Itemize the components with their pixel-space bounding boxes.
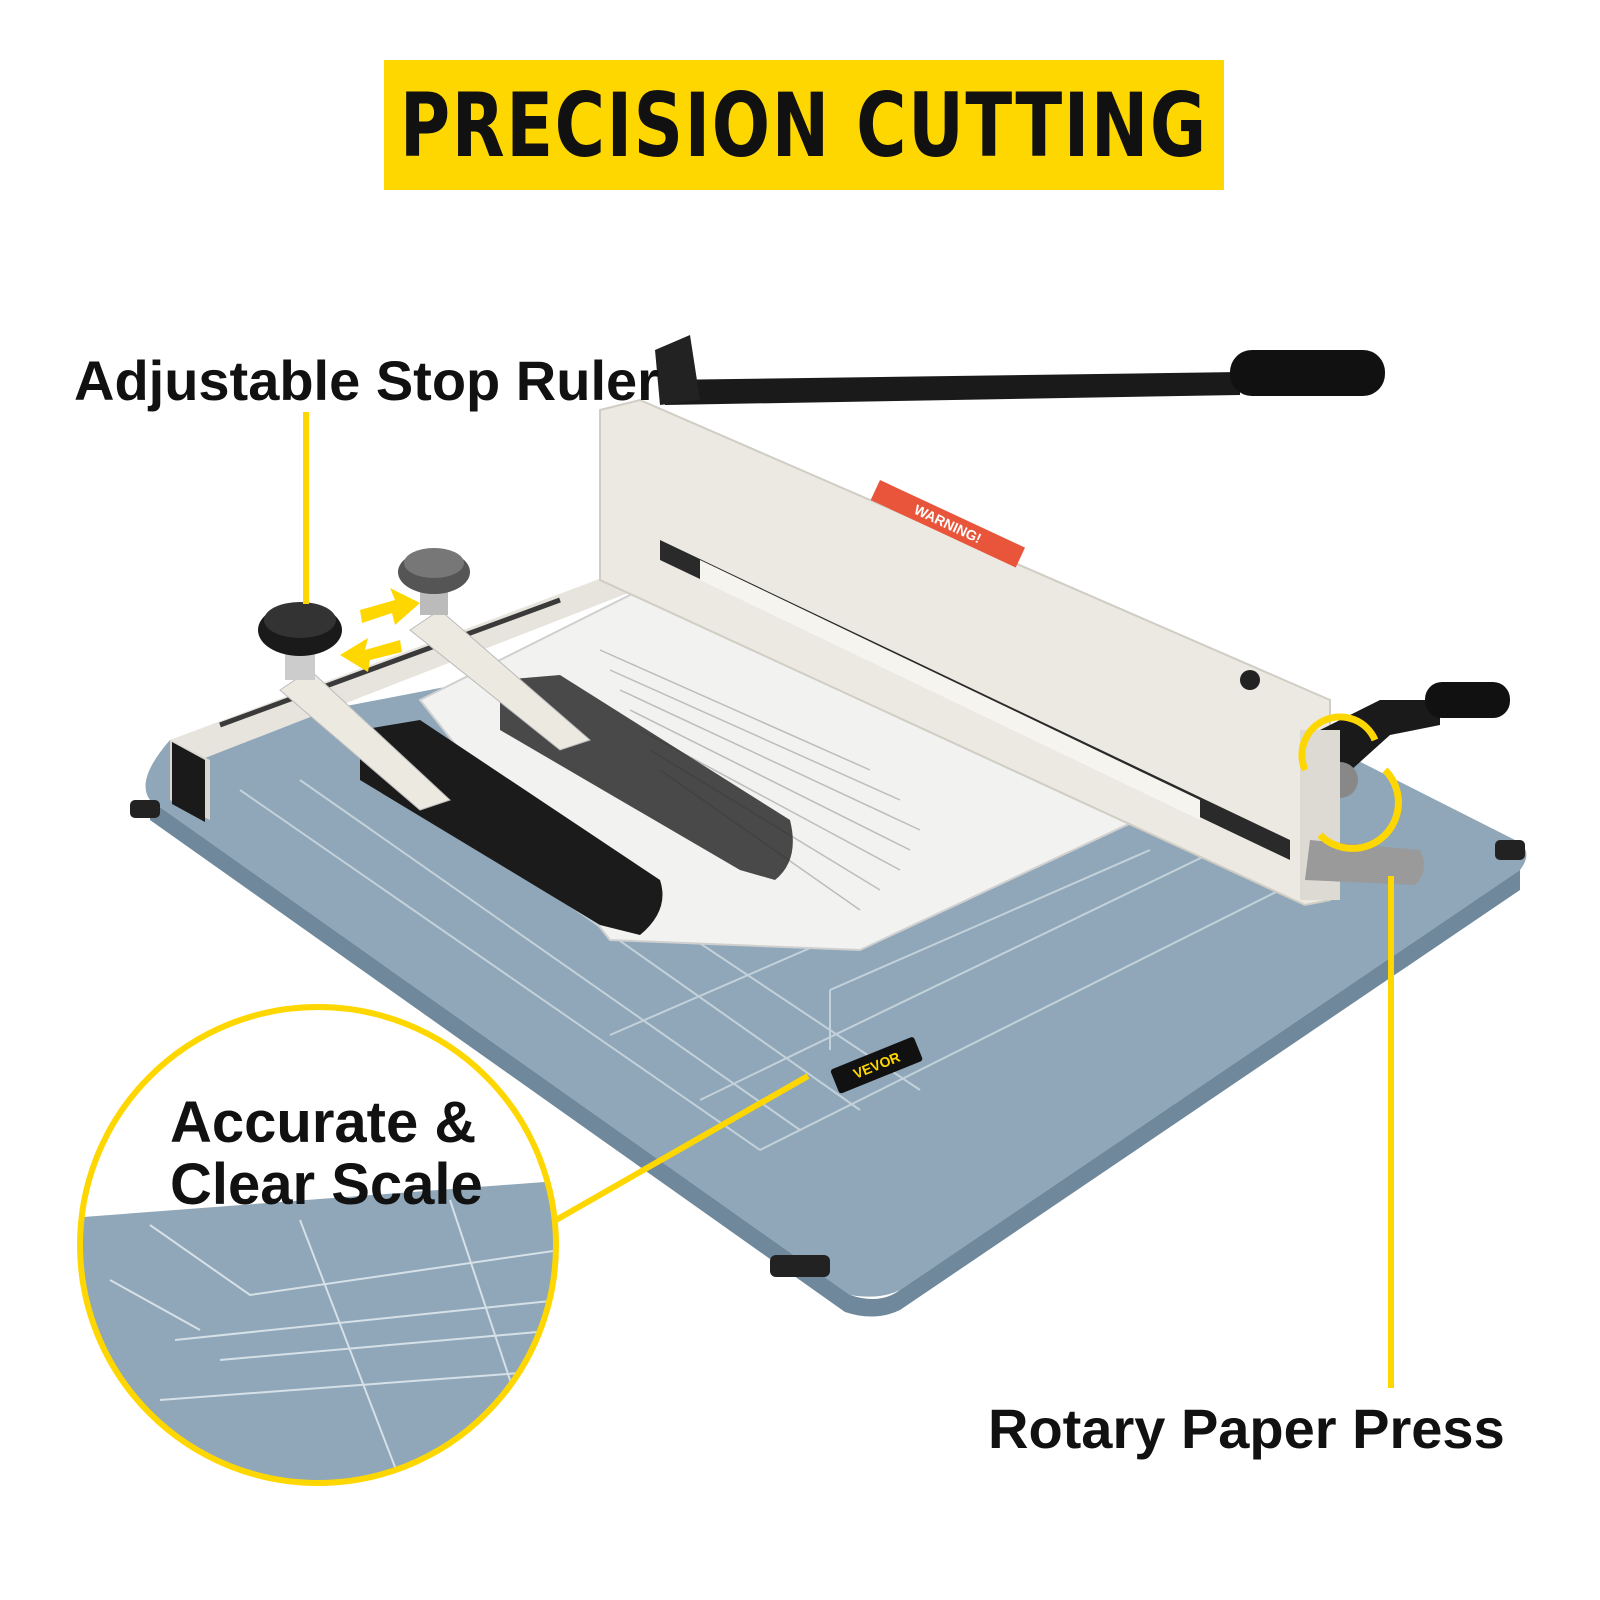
rail-slot (219, 597, 561, 728)
lever-arm (660, 372, 1240, 405)
lever-pivot (655, 335, 700, 405)
stop-ruler-front (360, 720, 663, 935)
zoom-magnifier (80, 1007, 556, 1483)
stop-knob-back (398, 548, 470, 615)
page-title: PRECISION CUTTING (400, 73, 1208, 177)
rotation-arrow-icon (1298, 713, 1402, 852)
housing-screw (1240, 670, 1260, 690)
stop-knob-front (258, 602, 342, 680)
callout-line-scale (526, 1073, 810, 1239)
callout-label-scale-line1: Accurate & (170, 1090, 477, 1155)
cutter-foot (1495, 840, 1525, 860)
adjust-arrows-icon (340, 588, 420, 672)
callout-label-scale: Accurate & Clear Scale (170, 1092, 483, 1216)
cutter-foot (770, 1255, 830, 1277)
lever-grip (1230, 350, 1385, 396)
left-end-cap (172, 742, 205, 822)
callout-label-paper-press: Rotary Paper Press (988, 1397, 1505, 1460)
rotary-press-handle (1300, 682, 1510, 900)
zoom-magnifier-ring (77, 1004, 559, 1486)
title-banner: PRECISION CUTTING (384, 60, 1224, 190)
cutter-base-edge (150, 800, 1520, 1317)
blade-front (700, 560, 1200, 820)
stop-arm-back (409, 609, 591, 751)
callout-label-scale-line2: Clear Scale (170, 1152, 483, 1217)
callout-label-stop-ruler: Adjustable Stop Ruler (74, 349, 659, 412)
cutter-foot (130, 800, 160, 818)
